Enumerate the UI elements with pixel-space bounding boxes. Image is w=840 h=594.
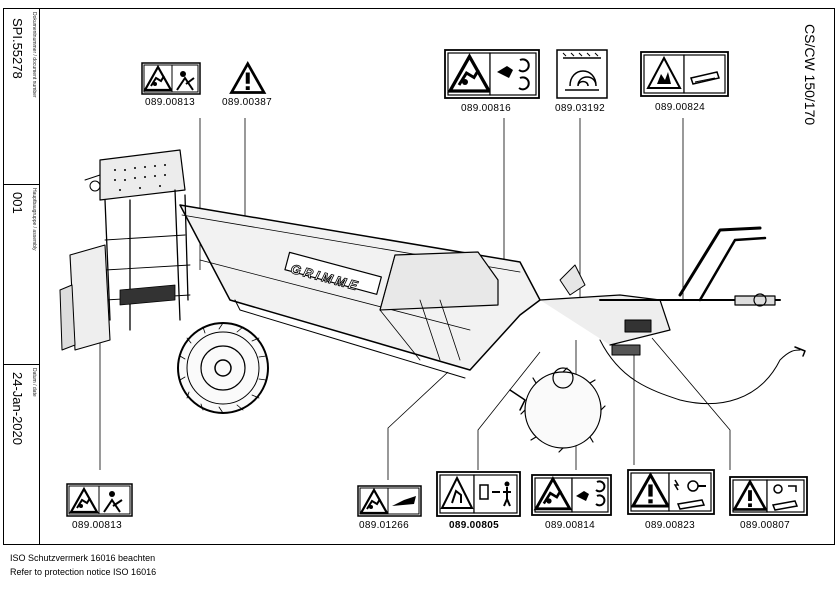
protection-notice-en: Refer to protection notice ISO 16016 xyxy=(10,567,157,577)
title-cell-assembly: Hauptbaugruppe / assembly 001 xyxy=(3,184,39,365)
label-089-00824: 089.00824 xyxy=(655,102,705,113)
label-089-00387: 089.00387 xyxy=(222,97,272,108)
drawing-frame xyxy=(3,8,835,545)
label-089-00813-top: 089.00813 xyxy=(145,97,195,108)
label-089-01266: 089.01266 xyxy=(359,520,409,531)
sticker-089-00823 xyxy=(627,469,715,515)
title-cell-document: Dokumentnummer / document number SPI.552… xyxy=(3,8,39,185)
label-089-00823: 089.00823 xyxy=(645,520,695,531)
sticker-089-00824 xyxy=(640,51,729,97)
sticker-089-03192 xyxy=(556,49,608,99)
label-089-00807: 089.00807 xyxy=(740,520,790,531)
label-089-03192: 089.03192 xyxy=(555,103,605,114)
label-089-00805: 089.00805 xyxy=(449,520,499,531)
label-089-00816: 089.00816 xyxy=(461,103,511,114)
title-block: Dokumentnummer / document number SPI.552… xyxy=(3,8,40,545)
sticker-089-00816 xyxy=(444,49,540,99)
sticker-089-00805 xyxy=(436,471,521,517)
sticker-089-00813-top xyxy=(141,62,201,95)
sticker-089-00813-bottom xyxy=(66,483,133,517)
label-089-00814: 089.00814 xyxy=(545,520,595,531)
protection-notice-de: ISO Schutzvermerk 16016 beachten xyxy=(10,553,156,563)
sticker-089-00814 xyxy=(531,474,612,516)
sticker-089-00387 xyxy=(230,62,266,94)
potato-harvester xyxy=(59,149,806,453)
sticker-089-00807 xyxy=(729,476,808,516)
sticker-089-01266 xyxy=(357,485,422,517)
label-089-00813-bottom: 089.00813 xyxy=(72,520,122,531)
